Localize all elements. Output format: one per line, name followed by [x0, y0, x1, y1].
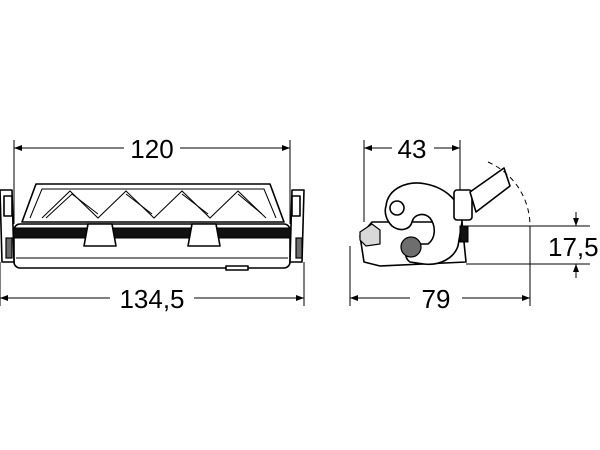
- front-view: 120 134,5: [0, 134, 305, 314]
- side-rubber: [459, 225, 469, 243]
- side-view: 43 79 17,5: [349, 134, 599, 314]
- dim-side-depth: 43: [398, 134, 427, 164]
- side-hinge: [453, 189, 473, 221]
- side-arm: [469, 167, 511, 213]
- side-knob: [400, 236, 422, 258]
- front-rubber-strip: [11, 227, 295, 239]
- side-bolt: [359, 223, 381, 247]
- dim-top-width: 120: [130, 134, 173, 164]
- dim-overall-width: 134,5: [119, 284, 184, 314]
- dim-side-length: 79: [422, 284, 451, 314]
- side-swing-arc: [487, 161, 531, 227]
- front-tab-left: [83, 223, 117, 247]
- side-pivot-hole: [389, 200, 405, 216]
- front-frame: [21, 183, 285, 223]
- dim-side-height: 17,5: [548, 232, 599, 262]
- front-tab-right: [187, 223, 221, 247]
